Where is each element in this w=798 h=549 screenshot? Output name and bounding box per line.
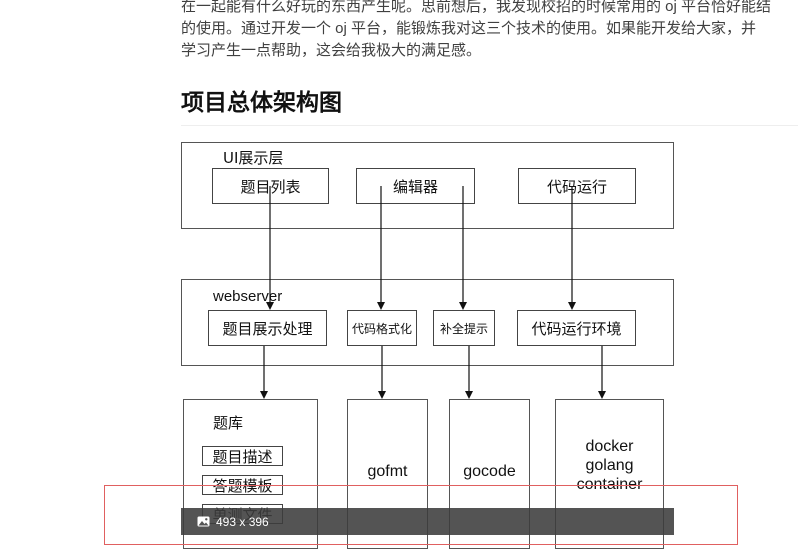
ui-item-editor: 编辑器 xyxy=(356,168,475,204)
section-heading: 项目总体架构图 xyxy=(181,90,342,116)
image-dimensions: 493 x 396 xyxy=(216,514,269,529)
webserver-item-run-env: 代码运行环境 xyxy=(517,310,636,346)
webserver-title: webserver xyxy=(213,288,283,305)
webserver-item-problem-display: 题目展示处理 xyxy=(208,310,327,346)
tiku-item-description: 题目描述 xyxy=(202,446,283,466)
diagram-arrows xyxy=(260,186,606,399)
image-size-overlay: 493 x 396 xyxy=(181,508,674,535)
ui-layer-title: UI展示层 xyxy=(223,149,284,167)
gofmt-label: gofmt xyxy=(367,462,408,480)
docker-label: docker xyxy=(585,437,634,455)
article-paragraph: 在一起能有什么好玩的东西产生呢。思前想后，我发现校招的时候常用的 oj 平台恰好… xyxy=(181,0,798,62)
paragraph-line: 在一起能有什么好玩的东西产生呢。思前想后，我发现校招的时候常用的 oj 平台恰好… xyxy=(181,0,772,15)
image-icon xyxy=(197,516,210,527)
webserver-item-completion: 补全提示 xyxy=(433,310,495,346)
tiku-title: 题库 xyxy=(213,414,244,432)
heading-divider xyxy=(181,125,798,126)
golang-label: golang xyxy=(585,456,634,474)
container-label: container xyxy=(576,475,643,493)
webserver-item-code-format: 代码格式化 xyxy=(347,310,417,346)
paragraph-line: 的使用。通过开发一个 oj 平台，能锻炼我对这三个技术的使用。如果能开发给大家，… xyxy=(181,20,757,37)
gocode-label: gocode xyxy=(463,462,516,480)
ui-item-code-run: 代码运行 xyxy=(518,168,636,204)
paragraph-line: 学习产生一点帮助，这会给我极大的满足感。 xyxy=(181,42,482,59)
